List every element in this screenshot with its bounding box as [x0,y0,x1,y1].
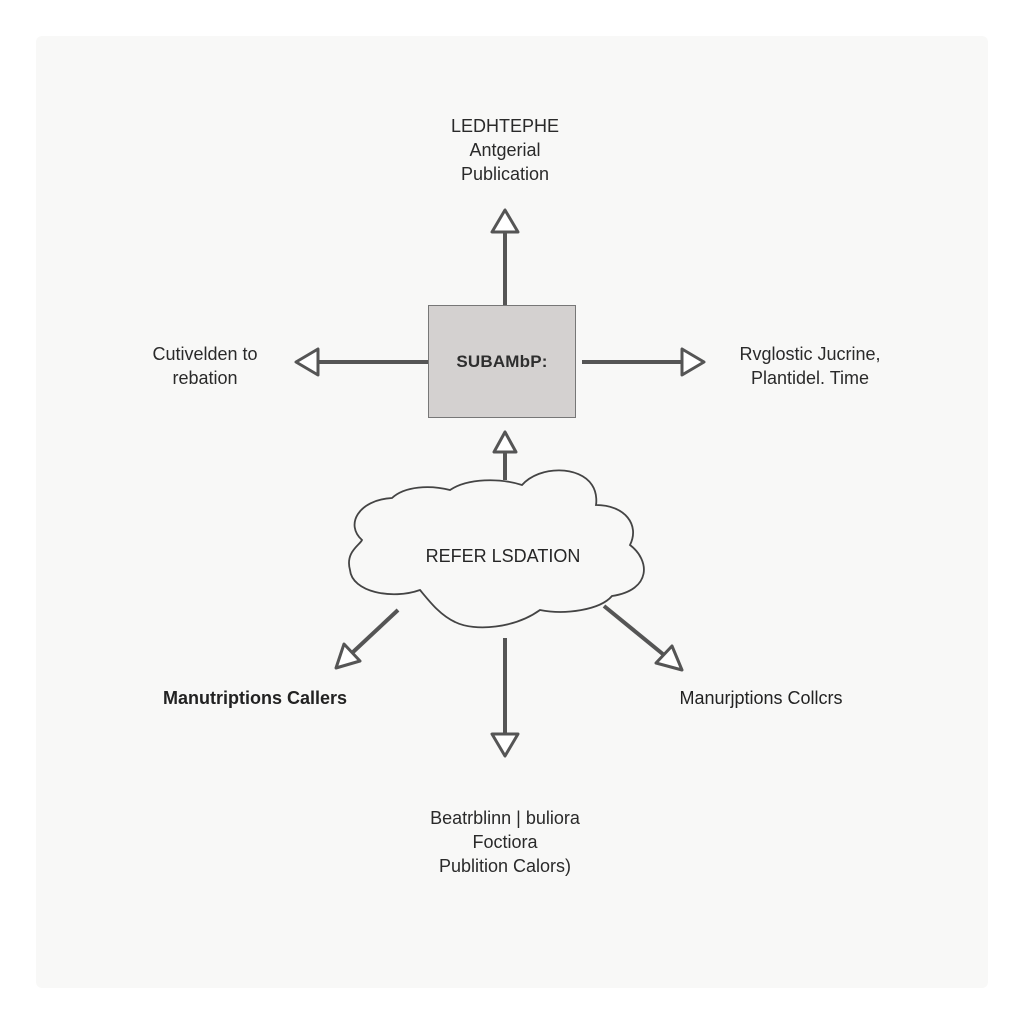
arrow-down [490,638,520,758]
arrow-up-top [490,208,520,305]
bottom-node-label: Beatrblinn | buliora Foctiora Publition … [380,806,630,878]
right-node-line-2: Plantidel. Time [750,368,870,388]
right-node-label: Rvglostic Jucrine, Plantidel. Time [700,342,920,390]
cloud-label: REFER LSDATION [425,546,581,566]
top-node-line-2: Antgerial [469,140,541,160]
top-node-line-3: Publication [460,164,550,184]
bottom-node-line-3: Publition Calors) [438,856,572,876]
bottom-node-line-1: Beatrblinn | buliora [430,808,580,828]
bottom-left-node-text: Manutriptions Callers [162,688,348,708]
center-box: SUBAMbP: [428,305,576,418]
left-node-line-2: rebation [172,368,238,388]
left-node-label: Cutivelden to rebation [120,342,290,390]
arrow-bottom-left [334,608,400,670]
left-node-line-1: Cutivelden to [152,344,258,364]
bottom-right-node-label: Manurjptions Collcrs [636,686,886,710]
top-node-line-1: LEDHTEPHE [450,116,560,136]
bottom-right-node-text: Manurjptions Collcrs [679,688,843,708]
top-node-label: LEDHTEPHE Antgerial Publication [400,114,610,186]
bottom-node-line-2: Foctiora [472,832,538,852]
cloud-shape [348,469,645,629]
right-node-line-1: Rvglostic Jucrine, [739,344,881,364]
bottom-left-node-label: Manutriptions Callers [130,686,380,710]
arrow-left [294,347,428,377]
center-box-label: SUBAMbP: [456,351,548,371]
arrow-cloud-to-box [492,430,518,480]
arrow-right [582,347,706,377]
arrow-bottom-right [602,604,684,672]
